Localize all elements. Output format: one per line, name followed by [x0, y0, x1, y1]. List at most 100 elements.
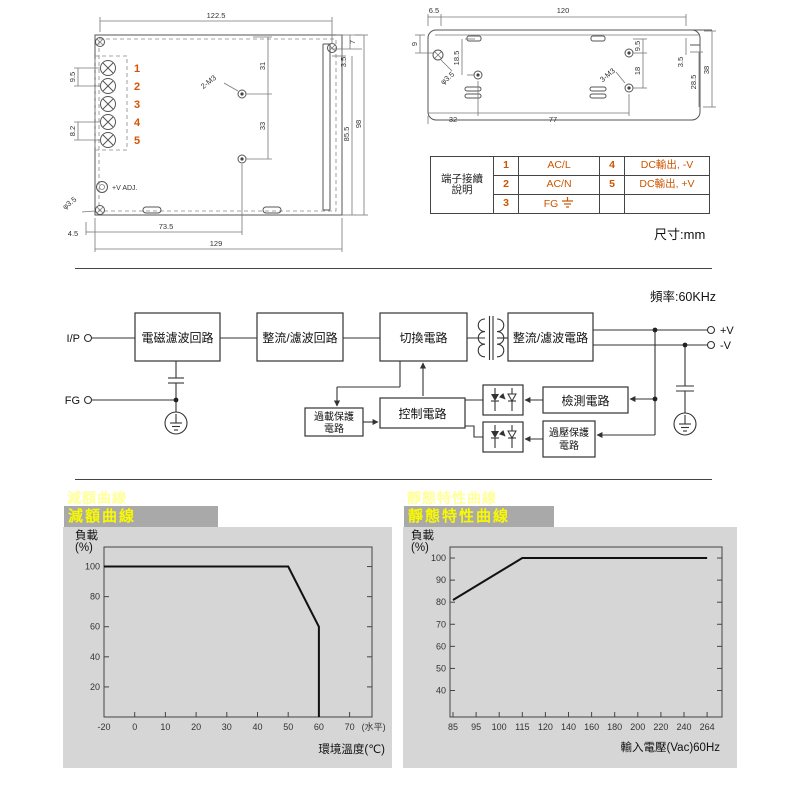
- fg-label: FG: [65, 395, 80, 407]
- pin-label: [624, 194, 710, 214]
- terminal-number-2: 2: [134, 81, 140, 93]
- x-tick-label: 140: [561, 722, 576, 732]
- x-tick-label: 200: [630, 722, 645, 732]
- table-header-line2: 說明: [451, 184, 473, 196]
- y-tick-label: 80: [90, 592, 100, 602]
- y-tick-label: 40: [436, 686, 446, 696]
- plot-area: [449, 546, 723, 718]
- dim-total: 38: [702, 66, 711, 74]
- y-tick-label: 60: [436, 641, 446, 651]
- y-axis-label: 負載: [75, 529, 98, 542]
- vadj-label: +V ADJ.: [112, 185, 138, 192]
- derating-chart-title: 減額曲線: [64, 506, 218, 528]
- output-rectifier-block: [507, 312, 594, 362]
- plot-area: [103, 546, 373, 718]
- x-tick-label: 264: [700, 722, 715, 732]
- earth-ground-icon: [673, 412, 697, 436]
- x-tick-label: 60: [314, 722, 324, 732]
- input-label: I/P: [67, 333, 80, 345]
- dim-tab: 7: [348, 40, 357, 44]
- output-pos-terminal: [706, 325, 716, 335]
- terminal-number-3: 3: [134, 99, 140, 111]
- terminal-number-1: 1: [134, 63, 140, 75]
- dim-top-width: 122.5: [207, 11, 226, 20]
- dim-inner-height: 85.5: [342, 127, 351, 142]
- y-tick-label: 80: [436, 597, 446, 607]
- input-rectifier-label: 整流/濾波回路: [262, 330, 337, 345]
- pin-number: [599, 194, 625, 214]
- dim-total-width: 129: [210, 239, 223, 248]
- ovp-label2: 電路: [559, 439, 579, 452]
- ovp-label: 過壓保護: [549, 426, 589, 439]
- x-axis-label: 環境溫度(℃): [318, 742, 385, 756]
- block-diagram: I/P FG: [65, 312, 734, 458]
- chart-title-ghost: 減額曲線: [67, 490, 127, 506]
- y-tick-label: 50: [436, 663, 446, 673]
- ovp-block: [542, 420, 596, 458]
- dim-inner: 28.5: [689, 75, 698, 90]
- dim-hole-left: φ3.5: [439, 70, 457, 87]
- separator-line: [75, 479, 712, 480]
- x-tick-label: 20: [191, 722, 201, 732]
- table-row: 端子接續 說明 1 AC/L 4 DC輸出, -V: [430, 156, 710, 214]
- dim-gap: 3.5: [676, 57, 685, 67]
- dim-top-width: 120: [557, 6, 570, 15]
- x-tick-label: 120: [538, 722, 553, 732]
- pin-number: 4: [599, 156, 625, 176]
- pin-label: DC輸出, -V: [624, 156, 710, 176]
- x-tick-label: 70: [345, 722, 355, 732]
- y-tick-label: 40: [90, 652, 100, 662]
- terminal-number-5: 5: [134, 135, 140, 147]
- dim-pitch2: 18: [633, 67, 642, 75]
- overload-label: 過載保護: [314, 410, 354, 423]
- optocoupler-icon: [482, 384, 524, 416]
- emi-filter-block: [134, 312, 221, 362]
- control-label: 控制電路: [398, 406, 446, 421]
- input-rectifier-block: [256, 312, 344, 362]
- x-tick-label: 100: [492, 722, 507, 732]
- pin-number: 2: [493, 175, 519, 195]
- x-tick-label: -20: [97, 722, 110, 732]
- table-header-line1: 端子接續: [441, 172, 483, 185]
- y-axis-label: (%): [75, 542, 93, 554]
- x-tick-label: 30: [222, 722, 232, 732]
- top-view-drawing: φ3.5 3-M3 6.5 120 9 18.5 9.5 18: [410, 6, 716, 124]
- y-tick-label: 100: [85, 562, 100, 572]
- static-chart-title: 靜態特性曲線: [404, 506, 554, 528]
- input-terminal: [83, 333, 93, 343]
- static-characteristic-curve: [452, 557, 708, 601]
- dim-pitch-upper: 9.5: [68, 72, 77, 82]
- table-row: 3 FG: [431, 194, 710, 214]
- transformer-icon: [477, 316, 505, 360]
- pin-label: AC/L: [518, 156, 600, 176]
- pin-label: DC輸出, +V: [624, 175, 710, 195]
- fg-terminal: [83, 395, 93, 405]
- y-axis-label: 負載: [411, 529, 434, 542]
- y-axis-label: (%): [411, 542, 429, 554]
- dim-gap: 3.5: [339, 57, 348, 67]
- dim-hole-upper: 31: [258, 62, 267, 70]
- detection-block: [542, 386, 629, 414]
- derating-curve: [104, 565, 320, 717]
- y-tick-label: 20: [90, 682, 100, 692]
- dim-total-height: 98: [354, 120, 363, 128]
- x-axis-suffix: (水平): [362, 721, 386, 732]
- detection-label: 檢測電路: [561, 393, 609, 408]
- overload-label2: 電路: [324, 422, 344, 435]
- dim-hole-lower: 33: [258, 122, 267, 130]
- earth-ground-icon: [562, 197, 574, 209]
- x-tick-label: 115: [515, 722, 529, 732]
- x-tick-label: 160: [584, 722, 599, 732]
- pin-number: 3: [493, 194, 519, 214]
- terminal-block: 1 2 3 4 5: [94, 55, 141, 151]
- earth-ground-icon: [164, 411, 188, 435]
- overload-protection-block: [304, 407, 364, 437]
- emi-filter-label: 電磁濾波回路: [141, 330, 213, 345]
- dim-span-left: 32: [449, 115, 457, 124]
- dim-2m3: 2-M3: [199, 73, 218, 91]
- y-tick-label: 60: [90, 622, 100, 632]
- corner-screw-icon: [95, 37, 337, 215]
- switching-label: 切換電路: [399, 330, 447, 345]
